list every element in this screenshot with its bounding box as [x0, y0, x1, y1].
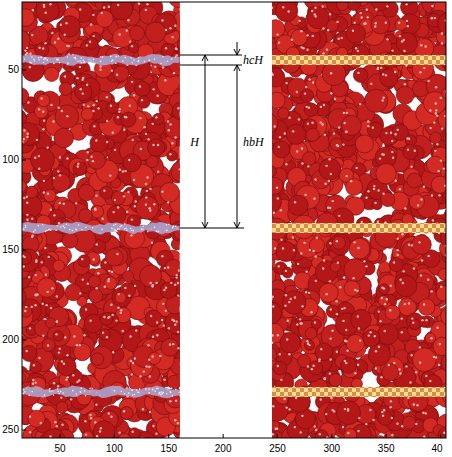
grain-panel	[22, 2, 180, 438]
arrow-head	[202, 55, 208, 61]
tick-mark	[22, 250, 26, 251]
tick-mark	[440, 434, 441, 438]
tick-mark	[22, 70, 26, 71]
dimension-lines	[180, 42, 244, 228]
axes-frame	[22, 2, 446, 438]
dimension-label: hcH	[243, 54, 263, 66]
axis-tick-label: 100	[2, 155, 19, 165]
tick-mark	[114, 434, 115, 438]
axis-tick-label: 150	[2, 245, 19, 255]
tick-mark	[277, 434, 278, 438]
axis-tick-label: 250	[2, 425, 19, 435]
axis-tick-label: 300	[324, 444, 341, 454]
tick-mark	[22, 160, 26, 161]
tick-mark	[386, 434, 387, 438]
arrow-head	[234, 49, 240, 55]
arrow-head	[234, 222, 240, 228]
tick-mark	[22, 430, 26, 431]
dimension-label: H	[190, 136, 199, 148]
tick-mark	[331, 434, 332, 438]
axis-tick-label: 200	[215, 444, 232, 454]
axis-tick-label: 250	[269, 444, 286, 454]
arrow-head	[234, 65, 240, 71]
axis-tick-label: 50	[8, 65, 19, 75]
axis-tick-label: 50	[54, 444, 65, 454]
axis-tick-label: 150	[160, 444, 177, 454]
tick-mark	[168, 434, 169, 438]
axis-tick-label: 200	[2, 335, 19, 345]
tick-mark	[22, 340, 26, 341]
arrow-head	[202, 222, 208, 228]
axis-tick-label: 100	[106, 444, 123, 454]
grain-panel	[272, 2, 446, 438]
axis-tick-label: 350	[378, 444, 395, 454]
tick-mark	[223, 434, 224, 438]
axis-tick-label: 40	[431, 444, 442, 454]
dimension-label: hbH	[243, 136, 264, 148]
tick-mark	[60, 434, 61, 438]
